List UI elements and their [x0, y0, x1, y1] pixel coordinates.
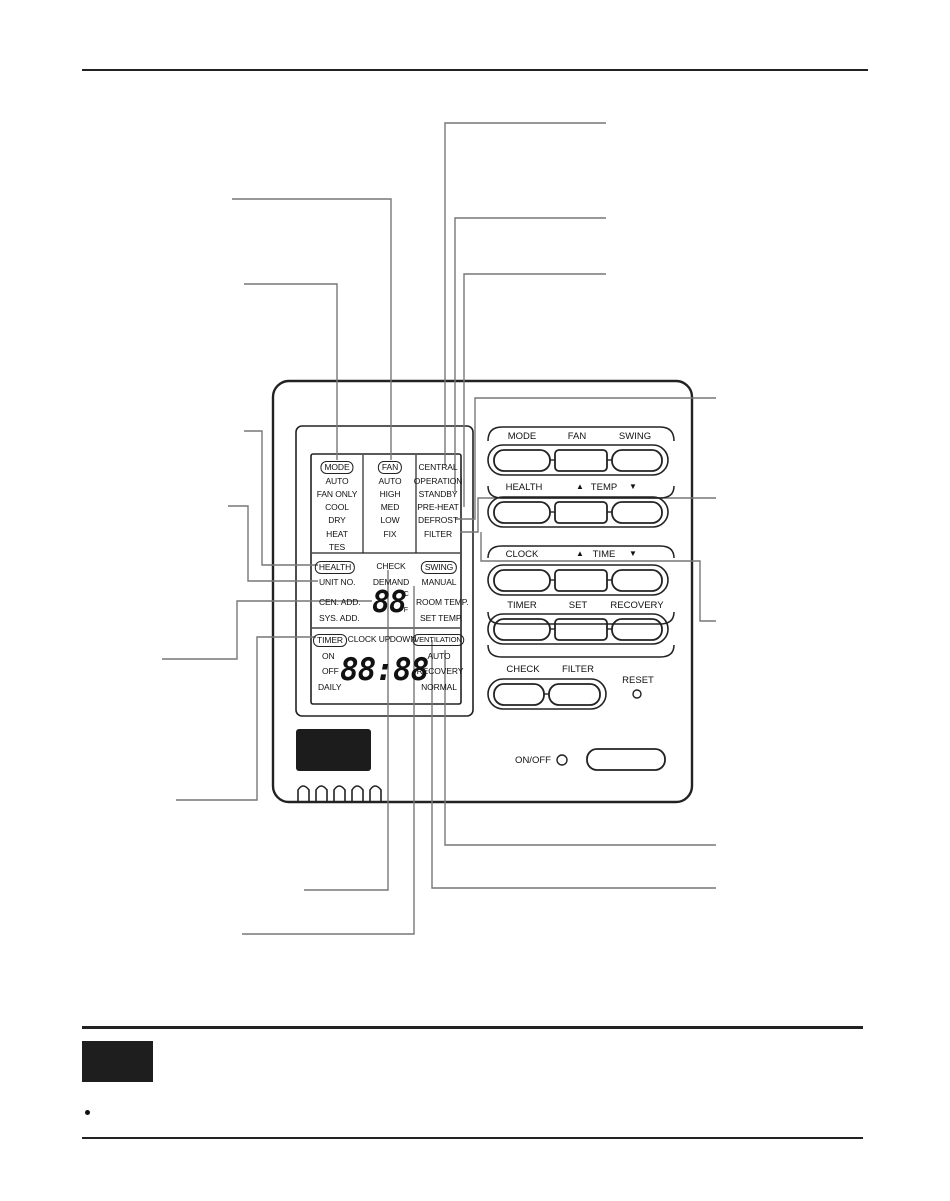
lcd-fan-fix: FIX	[383, 529, 397, 539]
lcd-timer-header: TIMER	[313, 634, 347, 647]
lcd-mode-tes: TES	[328, 542, 346, 552]
timer-button[interactable]: TIMER	[507, 600, 537, 611]
lcd-clock-digits: 88:88	[340, 652, 429, 688]
lcd-mode-header: MODE	[320, 461, 354, 474]
temp-label: TEMP	[590, 482, 618, 493]
temp-down-button-key	[611, 501, 663, 524]
clock-button[interactable]: CLOCK	[505, 549, 539, 560]
lcd-status-pre-heat: PRE-HEAT	[417, 502, 459, 512]
filter-button-key	[548, 683, 601, 706]
health-button-key	[493, 501, 551, 524]
lcd-vent-normal: NORMAL	[421, 682, 457, 692]
lcd-status-filter: FILTER	[423, 529, 453, 539]
fan-button[interactable]: FAN	[567, 431, 587, 442]
reset-label: RESET	[622, 675, 654, 686]
recovery-button[interactable]: RECOVERY	[610, 600, 664, 611]
lcd-mode-fan-only: FAN ONLY	[316, 489, 358, 499]
top-rule	[82, 69, 868, 71]
set-button-key	[554, 618, 608, 641]
temp-up-arrow-icon[interactable]: ▲	[576, 482, 584, 491]
recovery-button-key	[611, 618, 663, 641]
lcd-cen-add: CEN. ADD.	[319, 597, 361, 607]
set-button[interactable]: SET	[568, 600, 588, 611]
lcd-mode-cool: COOL	[325, 502, 349, 512]
reset-pinhole	[632, 689, 642, 699]
time-down-button-key	[611, 569, 663, 592]
lcd-vent-auto: AUTO	[427, 651, 451, 661]
lcd-status-operation: OPERATION	[413, 476, 463, 486]
check-button-key	[493, 683, 545, 706]
lcd-timer-on: ON	[322, 651, 335, 661]
time-up-arrow-icon[interactable]: ▲	[576, 549, 584, 558]
time-up-button-key	[554, 569, 608, 592]
controller-body	[271, 379, 694, 804]
swing-button[interactable]: SWING	[618, 431, 652, 442]
lcd-sys-add: SYS. ADD.	[319, 613, 360, 623]
lcd-timer-off: OFF	[322, 666, 339, 676]
note-bottom-rule	[82, 1137, 863, 1139]
lcd-vent-recovery: RECOVERY	[416, 666, 464, 676]
lcd-fan-header: FAN	[377, 461, 403, 474]
lcd-health-header: HEALTH	[314, 561, 356, 574]
lcd-status-defrost: DEFROST	[418, 515, 458, 525]
lcd-mode-dry: DRY	[328, 515, 346, 525]
temp-down-arrow-icon[interactable]: ▼	[629, 482, 637, 491]
lcd-check-label: CHECK	[376, 561, 406, 571]
onoff-indicator	[556, 754, 568, 766]
clock-button-key	[493, 569, 551, 592]
lcd-fan-low: LOW	[380, 515, 400, 525]
filter-button[interactable]: FILTER	[561, 664, 595, 675]
check-button[interactable]: CHECK	[506, 664, 540, 675]
onoff-label: ON/OFF	[515, 755, 551, 766]
lcd-unit-c: °C	[401, 591, 409, 598]
lcd-status-standby: STANDBY	[418, 489, 458, 499]
lcd-set-temp: SET TEMP.	[420, 613, 463, 623]
bullet-dot-icon	[85, 1110, 90, 1115]
swing-button-key	[611, 449, 663, 472]
fan-button-key	[554, 449, 608, 472]
timer-button-key	[493, 618, 551, 641]
lcd-ventilation-header: VENTILATION	[412, 634, 464, 646]
time-down-arrow-icon[interactable]: ▼	[629, 549, 637, 558]
lcd-room-temp: ROOM TEMP.	[416, 597, 469, 607]
lcd-bezel	[295, 425, 474, 717]
lcd-swing-header: SWING	[420, 561, 458, 574]
time-label: TIME	[592, 549, 616, 560]
lcd-swing-manual: MANUAL	[421, 577, 457, 587]
lcd-fan-med: MED	[380, 502, 400, 512]
lcd-temp-digits: 88	[372, 585, 407, 620]
temp-up-button-key	[554, 501, 608, 524]
lcd-fan-auto: AUTO	[378, 476, 402, 486]
lcd-clock-up-label: CLOCK UP	[347, 634, 391, 644]
onoff-button	[586, 748, 666, 771]
lcd-mode-heat: HEAT	[326, 529, 348, 539]
lcd-demand-label: DEMAND	[372, 577, 410, 587]
lcd-display	[310, 453, 462, 705]
note-top-rule	[82, 1026, 863, 1029]
health-button[interactable]: HEALTH	[505, 482, 543, 493]
lcd-timer-daily: DAILY	[318, 682, 342, 692]
note-badge	[82, 1041, 153, 1082]
lcd-unit-f: °F	[401, 607, 408, 614]
lcd-mode-auto: AUTO	[325, 476, 349, 486]
mode-button[interactable]: MODE	[507, 431, 537, 442]
lcd-down-label: DOWN	[389, 634, 417, 644]
lcd-fan-high: HIGH	[379, 489, 401, 499]
lcd-unit-no: UNIT NO.	[319, 577, 356, 587]
lcd-status-central: CENTRAL	[418, 462, 458, 472]
ir-window	[296, 729, 371, 771]
mode-button-key	[493, 449, 551, 472]
